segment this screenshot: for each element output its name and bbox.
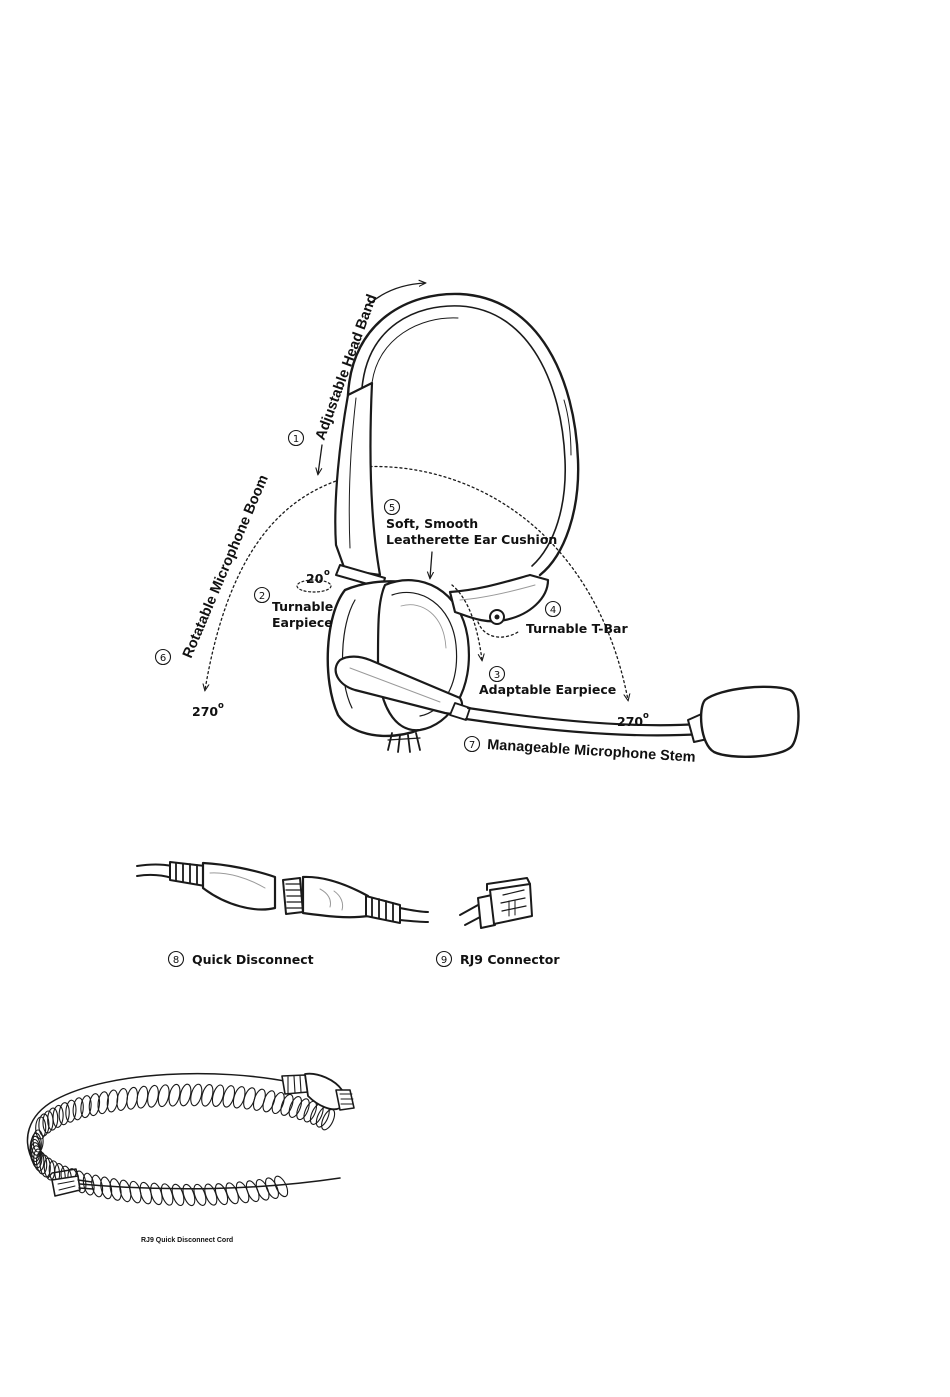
coil-loop [287, 1095, 304, 1119]
rj9-connector-illustration [460, 878, 532, 928]
microphone-windscreen [701, 687, 798, 757]
boom-angle-right: 270 o [617, 711, 649, 729]
callout-2: 2 Turnable Earpiece [255, 588, 334, 631]
callout-8-label: Quick Disconnect [192, 952, 314, 967]
boom-angle-left-unit: o [218, 701, 224, 711]
coil-loop [263, 1176, 281, 1200]
coil-loop [261, 1089, 278, 1113]
cushion-pointer-arrow [430, 552, 432, 578]
coil-loop [178, 1083, 193, 1107]
callout-9-label: RJ9 Connector [460, 952, 560, 967]
callout-2-label-line1: Turnable [272, 599, 333, 614]
boom-angle-left: 270 o [192, 701, 224, 719]
callout-2-number: 2 [259, 591, 265, 602]
callout-6-number: 6 [160, 653, 166, 664]
t-bar [450, 575, 548, 624]
coil-loop [270, 1091, 287, 1115]
callout-7-number: 7 [469, 740, 475, 751]
callout-6-label: Rotatable Microphone Boom [180, 473, 272, 661]
cord-caption: RJ9 Quick Disconnect Cord [141, 1237, 233, 1244]
callout-9: 9 RJ9 Connector [437, 952, 561, 968]
microphone-stem [466, 708, 712, 742]
coil-loop [36, 1117, 46, 1139]
callout-9-number: 9 [441, 955, 447, 966]
coil-loop [278, 1093, 295, 1117]
callout-5: 5 Soft, Smooth Leatherette Ear Cushion [385, 500, 558, 548]
earpiece-angle: 20 o [306, 568, 330, 586]
earpiece-angle-unit: o [324, 568, 330, 578]
coiled-cord-illustration [28, 1074, 354, 1207]
coil-loop [319, 1108, 337, 1132]
callout-4-label: Turnable T-Bar [526, 621, 628, 636]
earpiece-angle-value: 20 [306, 571, 324, 586]
headband-slider [335, 383, 385, 588]
callout-3-number: 3 [494, 670, 500, 681]
boom-angle-left-value: 270 [192, 704, 218, 719]
coil-loop [251, 1088, 267, 1112]
coil-loop [244, 1179, 262, 1203]
boom-angle-right-unit: o [643, 711, 649, 721]
callout-2-label-line2: Earpiece [272, 615, 333, 630]
callout-3: 3 Adaptable Earpiece [479, 667, 616, 698]
callout-1-number: 1 [293, 434, 299, 445]
callout-8: 8 Quick Disconnect [169, 952, 314, 968]
callout-6: 6 Rotatable Microphone Boom [156, 473, 272, 665]
callout-4: 4 Turnable T-Bar [526, 602, 628, 637]
coil-loop [294, 1097, 312, 1121]
callout-4-number: 4 [550, 605, 556, 616]
callout-3-label: Adaptable Earpiece [479, 682, 616, 697]
coil-loop [97, 1091, 110, 1114]
callout-5-label-line2: Leatherette Ear Cushion [386, 532, 557, 547]
callout-5-label-line1: Soft, Smooth [386, 516, 478, 531]
coil-loop [234, 1180, 252, 1204]
callout-8-number: 8 [173, 955, 179, 966]
callout-7-label: Manageable Microphone Stem [487, 737, 696, 766]
quick-disconnect-illustration [137, 862, 428, 923]
callout-7: 7 Manageable Microphone Stem [465, 737, 697, 766]
boom-angle-right-value: 270 [617, 714, 643, 729]
headband-down-arrow [318, 445, 322, 474]
coil-loop [272, 1174, 290, 1198]
coil-loop [254, 1178, 272, 1202]
callout-5-number: 5 [389, 503, 395, 514]
